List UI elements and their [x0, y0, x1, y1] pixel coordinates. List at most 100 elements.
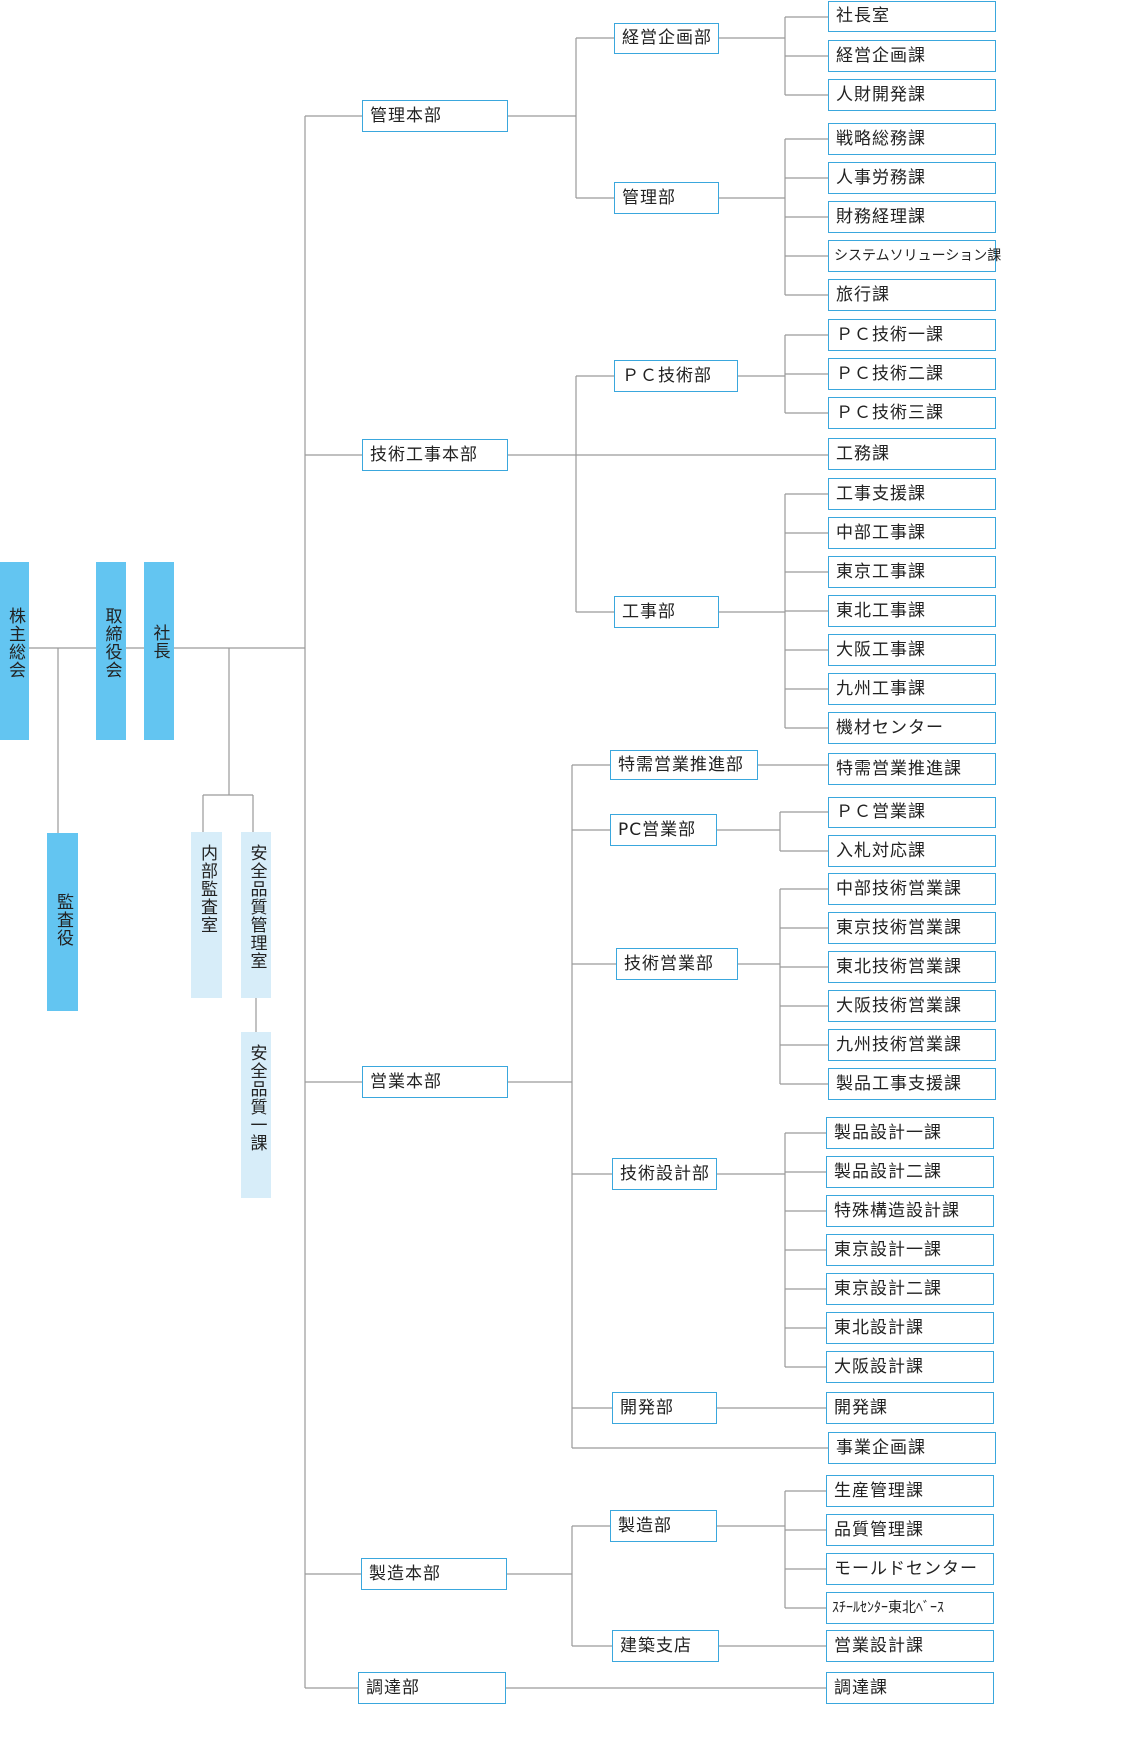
section-label: 東北設計課	[834, 1317, 924, 1338]
dept-label: 製造部	[618, 1515, 672, 1536]
section-label: 経営企画課	[836, 45, 926, 66]
dept-box: 特需営業推進部	[610, 750, 758, 780]
section-label: 旅行課	[836, 284, 890, 305]
section-label: 特需営業推進課	[836, 758, 962, 779]
dept-box: 技術設計部	[612, 1158, 717, 1190]
board-label: 取締役会	[101, 607, 122, 679]
dept-label: PC営業部	[618, 819, 697, 840]
section-box: 機材センター	[828, 712, 996, 744]
section-box: 九州技術営業課	[828, 1029, 996, 1061]
section-label: 特殊構造設計課	[834, 1200, 960, 1221]
safety-quality-section: 安全品質一課	[241, 1032, 271, 1198]
section-label: 中部工事課	[836, 522, 926, 543]
section-label: 人事労務課	[836, 167, 926, 188]
section-label: 製品工事支援課	[836, 1073, 962, 1094]
hq-box: 製造本部	[361, 1558, 507, 1590]
section-box: 経営企画課	[828, 40, 996, 72]
president: 社長	[144, 562, 174, 740]
dept-label: 技術設計部	[620, 1163, 710, 1184]
dept-label: 技術営業部	[624, 953, 714, 974]
section-box: 旅行課	[828, 279, 996, 311]
section-label: 工事支援課	[836, 483, 926, 504]
section-label: ｽﾁｰﾙｾﾝﾀｰ東北ﾍﾞｰｽ	[832, 1600, 944, 1616]
section-label: 東北工事課	[836, 600, 926, 621]
hq-box: 調達部	[358, 1672, 506, 1704]
section-label: 中部技術営業課	[836, 878, 962, 899]
section-label: 品質管理課	[834, 1519, 924, 1540]
section-box: 製品設計二課	[826, 1156, 994, 1188]
section-box: 事業企画課	[828, 1432, 996, 1464]
section-label: 製品設計一課	[834, 1122, 942, 1143]
section-label: 調達課	[834, 1677, 888, 1698]
section-box: 戦略総務課	[828, 123, 996, 155]
section-box: 特需営業推進課	[828, 753, 996, 785]
section-box: 製品工事支援課	[828, 1068, 996, 1100]
safety-quality-office-label: 安全品質管理室	[246, 844, 267, 970]
section-label: 大阪技術営業課	[836, 995, 962, 1016]
dept-box: 技術営業部	[616, 948, 738, 980]
president-label: 社長	[149, 624, 170, 660]
section-label: 開発課	[834, 1397, 888, 1418]
dept-label: 経営企画部	[622, 28, 712, 48]
section-box: 大阪工事課	[828, 634, 996, 666]
section-box: ＰＣ技術二課	[828, 358, 996, 390]
section-label: 九州技術営業課	[836, 1034, 962, 1055]
section-label: 財務経理課	[836, 206, 926, 227]
section-label: ＰＣ技術二課	[836, 363, 944, 384]
dept-label: 工事部	[622, 601, 676, 622]
section-box: 入札対応課	[828, 835, 996, 867]
section-label: ＰＣ営業課	[836, 802, 926, 822]
auditor-label: 監査役	[53, 893, 74, 947]
board-of-directors: 取締役会	[96, 562, 126, 740]
section-box: ＰＣ営業課	[828, 797, 996, 828]
section-box: 調達課	[826, 1672, 994, 1704]
internal-audit-office: 内部監査室	[191, 832, 222, 998]
section-box: 中部工事課	[828, 517, 996, 549]
safety-quality-office: 安全品質管理室	[241, 832, 271, 998]
section-label: 大阪工事課	[836, 639, 926, 660]
section-box: ｽﾁｰﾙｾﾝﾀｰ東北ﾍﾞｰｽ	[826, 1592, 994, 1624]
dept-label: 特需営業推進部	[618, 754, 744, 775]
section-label: ＰＣ技術三課	[836, 402, 944, 423]
shareholders-label: 株主総会	[5, 607, 26, 679]
section-label: 東京設計一課	[834, 1239, 942, 1260]
section-label: 製品設計二課	[834, 1161, 942, 1182]
section-label: 戦略総務課	[836, 128, 926, 149]
section-label: 入札対応課	[836, 840, 926, 861]
section-box: 東京技術営業課	[828, 912, 996, 944]
section-label: 生産管理課	[834, 1480, 924, 1501]
hq-box: 技術工事本部	[362, 439, 508, 471]
section-box: 工務課	[828, 438, 996, 470]
section-label: 九州工事課	[836, 678, 926, 699]
section-box: システムソリューション課	[828, 240, 1001, 272]
section-box: 社長室	[828, 1, 996, 32]
dept-box: 経営企画部	[614, 23, 719, 54]
section-label: 社長室	[836, 6, 890, 26]
section-label: 大阪設計課	[834, 1356, 924, 1377]
dept-box: ＰＣ技術部	[614, 360, 738, 392]
section-box: 営業設計課	[826, 1630, 994, 1662]
hq-box: 管理本部	[362, 100, 508, 132]
section-label: 人財開発課	[836, 84, 926, 105]
dept-label: 管理部	[622, 187, 676, 208]
section-box: 人事労務課	[828, 162, 996, 194]
section-box: 東北設計課	[826, 1312, 994, 1344]
dept-box: 管理部	[614, 182, 719, 214]
section-box: ＰＣ技術一課	[828, 319, 996, 351]
section-label: ＰＣ技術一課	[836, 324, 944, 345]
section-box: 東京設計一課	[826, 1234, 994, 1266]
section-box: モールドセンター	[826, 1553, 994, 1585]
hq-label: 管理本部	[370, 105, 442, 126]
section-box: 品質管理課	[826, 1514, 994, 1546]
section-box: 製品設計一課	[826, 1117, 994, 1149]
hq-label: 技術工事本部	[370, 444, 478, 465]
section-box: 大阪技術営業課	[828, 990, 996, 1022]
section-label: 東京技術営業課	[836, 917, 962, 938]
section-label: 機材センター	[836, 717, 944, 738]
section-box: 開発課	[826, 1392, 994, 1424]
section-label: 事業企画課	[836, 1437, 926, 1458]
section-box: 東京設計二課	[826, 1273, 994, 1305]
dept-box: 建築支店	[612, 1630, 719, 1662]
dept-box: 工事部	[614, 596, 719, 628]
